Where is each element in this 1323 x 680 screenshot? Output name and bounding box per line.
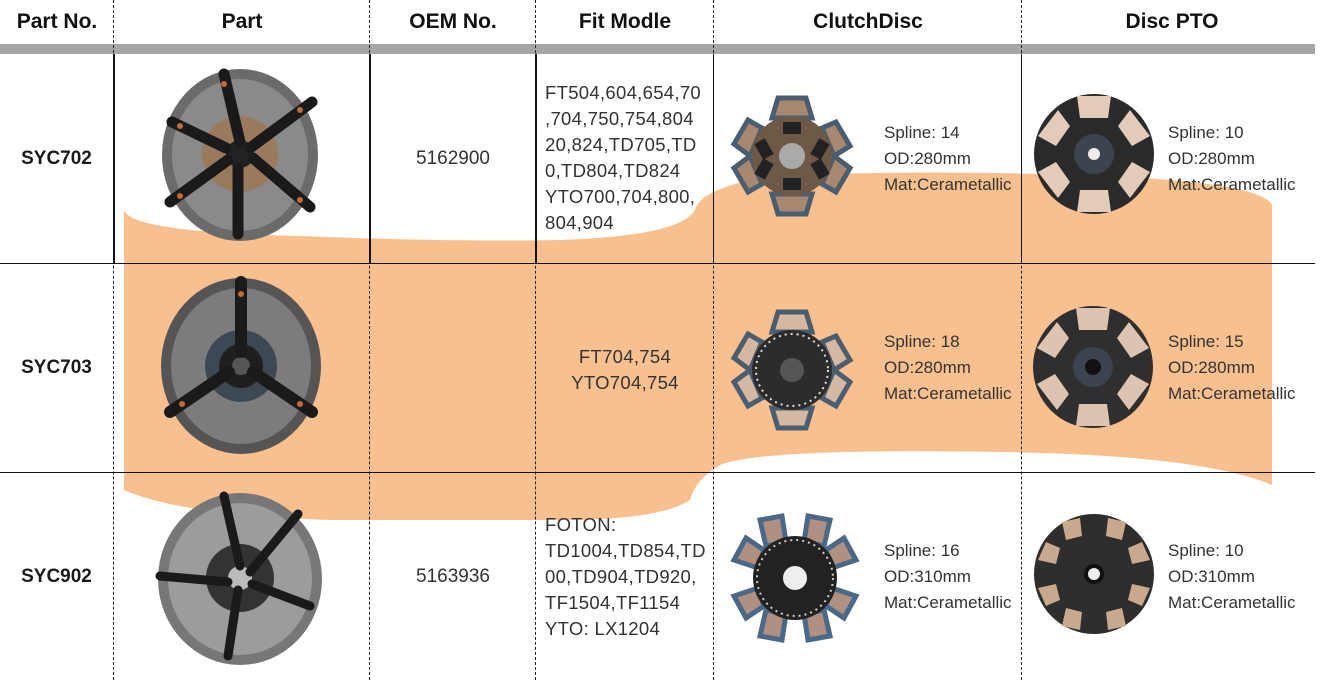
clutch-disc-image <box>730 95 854 217</box>
column-divider <box>535 54 537 264</box>
row-divider <box>0 472 1315 473</box>
pto-disc-image <box>1033 306 1153 428</box>
row-divider <box>0 263 1315 264</box>
pressure-plate-image <box>162 68 318 241</box>
header-fit-model: Fit Modle <box>578 10 672 33</box>
column-divider <box>713 0 714 680</box>
od-value: OD:280mm <box>884 358 971 377</box>
header-disc-pto: Disc PTO <box>1125 10 1219 33</box>
column-divider <box>1021 54 1022 264</box>
clutch-disc-specs: Spline: 16 OD:310mm Mat:Cerametallic <box>884 538 1021 618</box>
spline-value: Spline: 14 <box>884 123 960 142</box>
material-value: Mat:Cerametallic <box>1168 384 1296 403</box>
column-divider <box>713 54 714 264</box>
oem-number: 5163936 <box>416 565 490 587</box>
od-value: OD:310mm <box>1168 567 1255 586</box>
od-value: OD:280mm <box>1168 149 1255 168</box>
oem-number <box>370 264 536 472</box>
part-number: SYC702 <box>21 147 92 169</box>
header-divider-bar <box>0 44 1315 54</box>
od-value: OD:310mm <box>884 567 971 586</box>
pto-disc-specs: Spline: 10 OD:310mm Mat:Cerametallic <box>1168 538 1318 618</box>
material-value: Mat:Cerametallic <box>1168 175 1296 194</box>
column-divider <box>535 0 536 680</box>
oem-number: 5162900 <box>416 147 490 169</box>
material-value: Mat:Cerametallic <box>884 593 1012 612</box>
spline-value: Spline: 15 <box>1168 332 1244 351</box>
part-number: SYC703 <box>21 357 92 378</box>
part-number: SYC902 <box>21 565 92 587</box>
od-value: OD:280mm <box>884 149 971 168</box>
fit-model: FOTON: TD1004,TD854,TD 00,TD904,TD920, T… <box>545 514 706 639</box>
header-oem-no: OEM No. <box>409 10 497 33</box>
spline-value: Spline: 18 <box>884 332 960 351</box>
clutch-disc-image <box>730 513 860 643</box>
spline-value: Spline: 10 <box>1168 541 1244 560</box>
pto-disc-specs: Spline: 10 OD:280mm Mat:Cerametallic <box>1168 120 1318 200</box>
pressure-plate-image <box>155 491 322 665</box>
clutch-disc-image <box>730 309 854 431</box>
spline-value: Spline: 10 <box>1168 123 1244 142</box>
pressure-plate-image <box>161 276 321 454</box>
material-value: Mat:Cerametallic <box>1168 593 1296 612</box>
column-divider <box>369 0 370 680</box>
fit-model: FT504,604,654,70 ,704,750,754,804 20,824… <box>545 82 701 233</box>
header-clutch-disc: ClutchDisc <box>813 10 923 33</box>
material-value: Mat:Cerametallic <box>884 175 1012 194</box>
column-divider <box>1021 0 1022 680</box>
od-value: OD:280mm <box>1168 358 1255 377</box>
column-divider <box>113 0 114 680</box>
pto-disc-image <box>1034 94 1154 214</box>
fit-model: FT704,754 YTO704,754 <box>571 346 679 393</box>
header-part: Part <box>221 10 263 33</box>
clutch-disc-specs: Spline: 18 OD:280mm Mat:Cerametallic <box>884 329 1021 409</box>
pto-disc-specs: Spline: 15 OD:280mm Mat:Cerametallic <box>1168 329 1318 409</box>
spline-value: Spline: 16 <box>884 541 960 560</box>
column-divider <box>113 54 115 264</box>
material-value: Mat:Cerametallic <box>884 384 1012 403</box>
header-part-no: Part No. <box>16 10 98 33</box>
pto-disc-image <box>1034 514 1154 634</box>
column-divider <box>369 54 371 264</box>
clutch-disc-specs: Spline: 14 OD:280mm Mat:Cerametallic <box>884 120 1021 200</box>
